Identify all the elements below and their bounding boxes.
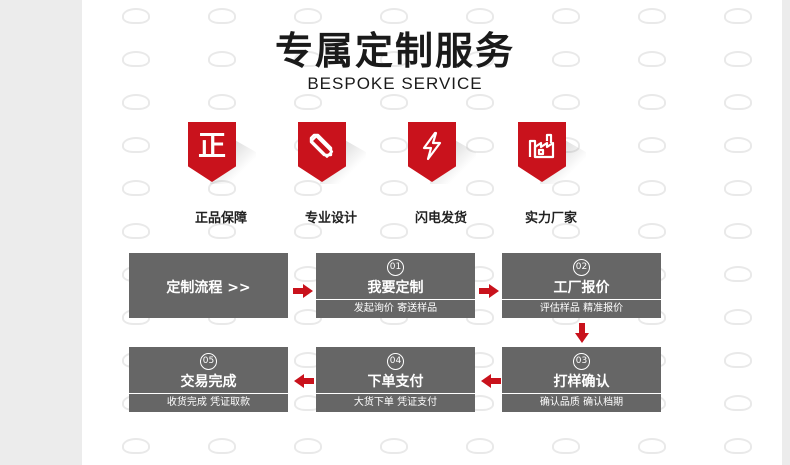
- watermark-mark: [208, 8, 236, 24]
- watermark-mark: [466, 94, 494, 110]
- watermark-mark: [466, 137, 494, 153]
- arrow-down-icon: [575, 323, 589, 343]
- step-description: 评估样品 精准报价: [502, 299, 661, 318]
- feature-label: 正品保障: [194, 211, 247, 226]
- watermark-mark: [208, 223, 236, 239]
- step-description: 收货完成 凭证取款: [129, 393, 288, 412]
- watermark-mark: [380, 51, 408, 67]
- watermark-mark: [724, 51, 752, 67]
- watermark-mark: [552, 94, 580, 110]
- watermark-mark: [724, 137, 752, 153]
- watermark-mark: [638, 94, 666, 110]
- watermark-mark: [638, 137, 666, 153]
- watermark-mark: [380, 223, 408, 239]
- watermark-mark: [466, 223, 494, 239]
- feature-label: 实力厂家: [524, 211, 577, 226]
- step-title: 打样确认: [553, 374, 610, 390]
- feature-label: 专业设计: [304, 211, 357, 226]
- page-title: 专属定制服务: [274, 29, 515, 73]
- watermark-mark: [638, 438, 666, 454]
- step-01-box: 01 我要定制 发起询价 寄送样品: [316, 253, 475, 318]
- watermark-mark: [552, 438, 580, 454]
- watermark-mark: [552, 51, 580, 67]
- watermark-mark: [122, 223, 150, 239]
- watermark-mark: [380, 8, 408, 24]
- watermark-mark: [724, 395, 752, 411]
- watermark-mark: [466, 51, 494, 67]
- watermark-mark: [208, 180, 236, 196]
- step-number: 03: [573, 353, 590, 370]
- arrow-left-icon: [481, 374, 501, 388]
- page-subtitle: BESPOKE SERVICE: [307, 74, 483, 93]
- watermark-mark: [466, 438, 494, 454]
- watermark-mark: [552, 223, 580, 239]
- step-03-box: 03 打样确认 确认品质 确认档期: [502, 347, 661, 412]
- watermark-mark: [380, 180, 408, 196]
- watermark-mark: [638, 8, 666, 24]
- step-description: 大货下单 凭证支付: [316, 393, 475, 412]
- watermark-mark: [380, 137, 408, 153]
- watermark-mark: [380, 438, 408, 454]
- watermark-mark: [380, 94, 408, 110]
- watermark-mark: [466, 8, 494, 24]
- arrow-right-icon: [293, 284, 313, 298]
- feature-label: 闪电发货: [414, 211, 467, 226]
- step-number: 04: [387, 353, 404, 370]
- step-05-box: 05 交易完成 收货完成 凭证取款: [129, 347, 288, 412]
- watermark-mark: [552, 180, 580, 196]
- process-intro-label: 定制流程 >>: [166, 280, 251, 296]
- watermark-mark: [724, 352, 752, 368]
- watermark-mark: [638, 223, 666, 239]
- watermark-mark: [122, 94, 150, 110]
- watermark-mark: [122, 438, 150, 454]
- watermark-mark: [724, 94, 752, 110]
- watermark-mark: [294, 180, 322, 196]
- watermark-mark: [122, 8, 150, 24]
- step-title: 我要定制: [367, 280, 424, 296]
- watermark-mark: [294, 51, 322, 67]
- step-number: 05: [200, 353, 217, 370]
- watermark-mark: [294, 223, 322, 239]
- watermark-mark: [208, 94, 236, 110]
- arrow-right-icon: [479, 284, 499, 298]
- watermark-mark: [294, 438, 322, 454]
- watermark-mark: [724, 438, 752, 454]
- watermark-mark: [122, 180, 150, 196]
- step-description: 发起询价 寄送样品: [316, 299, 475, 318]
- step-title: 工厂报价: [553, 280, 610, 296]
- watermark-mark: [466, 180, 494, 196]
- watermark-mark: [552, 8, 580, 24]
- watermark-mark: [724, 8, 752, 24]
- watermark-mark: [208, 438, 236, 454]
- watermark-mark: [638, 51, 666, 67]
- watermark-mark: [122, 51, 150, 67]
- process-intro-box: 定制流程 >>: [129, 253, 288, 318]
- step-02-box: 02 工厂报价 评估样品 精准报价: [502, 253, 661, 318]
- watermark-mark: [724, 180, 752, 196]
- watermark-mark: [208, 51, 236, 67]
- step-description: 确认品质 确认档期: [502, 393, 661, 412]
- watermark-mark: [294, 8, 322, 24]
- step-number: 02: [573, 259, 590, 276]
- watermark-mark: [638, 180, 666, 196]
- arrow-left-icon: [294, 374, 314, 388]
- watermark-mark: [122, 137, 150, 153]
- step-number: 01: [387, 259, 404, 276]
- watermark-mark: [724, 309, 752, 325]
- watermark-mark: [724, 223, 752, 239]
- step-title: 下单支付: [367, 374, 424, 390]
- step-04-box: 04 下单支付 大货下单 凭证支付: [316, 347, 475, 412]
- watermark-mark: [724, 266, 752, 282]
- watermark-mark: [294, 94, 322, 110]
- step-title: 交易完成: [180, 374, 237, 390]
